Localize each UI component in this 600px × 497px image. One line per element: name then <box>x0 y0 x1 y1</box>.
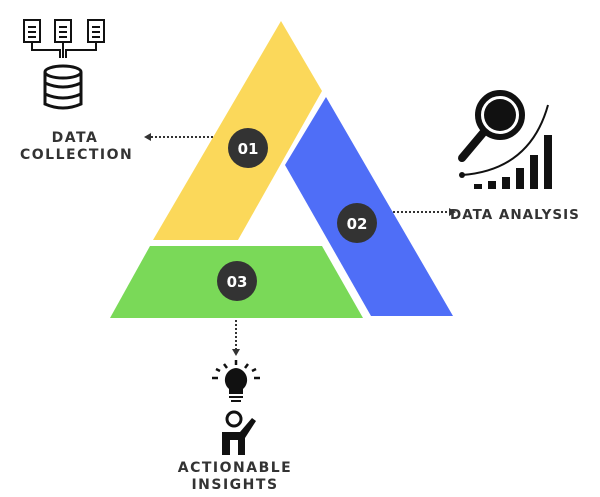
label-data-analysis: DATA ANALYSIS <box>450 207 580 223</box>
label-line: COLLECTION <box>20 147 134 163</box>
connector-02 <box>393 208 456 216</box>
magnifier-chart-icon <box>458 90 552 189</box>
label-line: ACTIONABLE <box>177 460 293 476</box>
connector-03 <box>232 320 240 356</box>
label-actionable-insights: ACTIONABLE INSIGHTS <box>160 460 310 494</box>
documents-database-icon <box>23 19 105 110</box>
badge-02-number: 02 <box>347 215 368 233</box>
badge-01-number: 01 <box>238 140 259 158</box>
label-data-collection: DATA COLLECTION <box>20 130 134 164</box>
segment-02-blue <box>285 97 453 316</box>
badge-03-number: 03 <box>227 273 248 291</box>
badge-02: 02 <box>337 203 377 243</box>
connector-01 <box>144 133 213 141</box>
label-line: INSIGHTS <box>191 477 279 493</box>
badge-03: 03 <box>217 261 257 301</box>
segment-01-yellow <box>153 21 322 240</box>
lightbulb-person-icon <box>212 360 260 455</box>
label-line: DATA <box>51 130 99 146</box>
badge-01: 01 <box>228 128 268 168</box>
